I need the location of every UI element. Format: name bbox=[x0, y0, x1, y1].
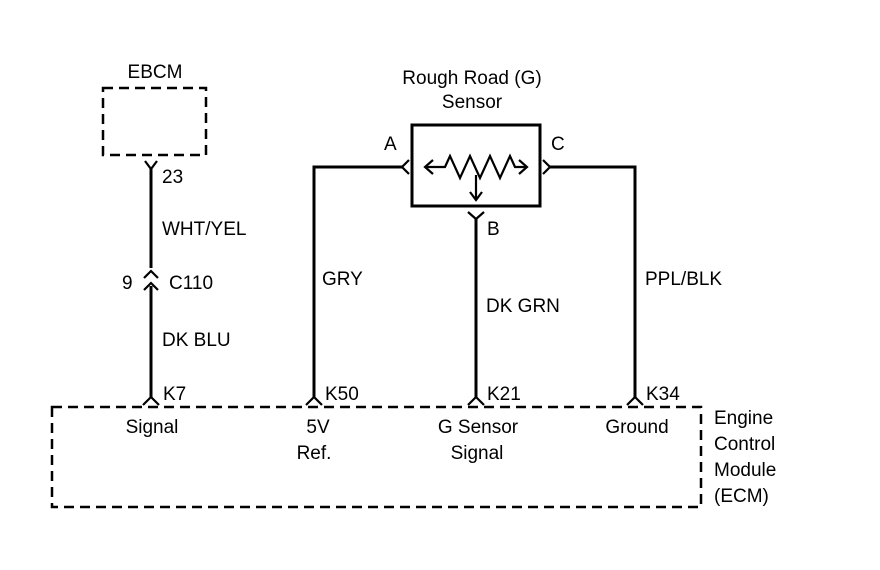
ecm-pin-k7-label: K7 bbox=[163, 384, 186, 405]
ecm-pin-k21-label: K21 bbox=[487, 384, 521, 405]
ebcm-box bbox=[101, 86, 208, 157]
connector-c110-symbol bbox=[143, 269, 159, 291]
ecm-name-line4: (ECM) bbox=[714, 486, 769, 507]
terminal-a-marker bbox=[400, 159, 410, 175]
ecm-circuit-gsensor-line1: G Sensor bbox=[438, 417, 519, 438]
terminal-b-label: B bbox=[487, 219, 500, 240]
ebcm-pin-label: 23 bbox=[162, 167, 183, 188]
wire-ground-color-label: PPL/BLK bbox=[645, 269, 722, 290]
resistor-symbol bbox=[425, 153, 527, 181]
sensor-title-line2: Sensor bbox=[442, 92, 503, 113]
ecm-pin-k50-label: K50 bbox=[325, 384, 359, 405]
ecm-name-line2: Control bbox=[714, 434, 775, 455]
ecm-circuit-ref-line2: Ref. bbox=[297, 443, 332, 464]
wire-gsignal-color-label: DK GRN bbox=[486, 296, 560, 317]
wiper-arrowhead bbox=[469, 191, 483, 202]
ecm-name-line3: Module bbox=[714, 460, 776, 481]
connector-pin-label: 9 bbox=[122, 273, 133, 294]
ecm-pin-k34-label: K34 bbox=[646, 384, 680, 405]
ecm-pin-k34-marker bbox=[626, 395, 644, 406]
ecm-circuit-gsensor-line2: Signal bbox=[451, 443, 504, 464]
ecm-pin-k7-marker bbox=[142, 395, 160, 406]
ecm-name-line1: Engine bbox=[714, 408, 773, 429]
ecm-circuit-ground: Ground bbox=[605, 417, 668, 438]
sensor-housing bbox=[410, 123, 542, 208]
terminal-c-label: C bbox=[551, 134, 565, 155]
resistor-right-arrowhead bbox=[518, 159, 529, 175]
wire-ref bbox=[312, 165, 402, 398]
terminal-b-marker bbox=[467, 211, 485, 221]
wire-signal-color-label: DK BLU bbox=[162, 330, 231, 351]
resistor-left-arrowhead bbox=[423, 159, 434, 175]
wire-ref-color-label: GRY bbox=[322, 269, 363, 290]
ebcm-pin-marker bbox=[144, 160, 158, 171]
wire-ground bbox=[550, 165, 637, 398]
ecm-circuit-ref-line1: 5V bbox=[306, 417, 330, 438]
connector-name-label: C110 bbox=[169, 273, 213, 294]
ecm-pin-k50-marker bbox=[305, 395, 323, 406]
ebcm-label: EBCM bbox=[128, 62, 183, 83]
terminal-c-marker bbox=[542, 159, 552, 175]
sensor-title-line1: Rough Road (G) bbox=[402, 68, 541, 89]
ecm-box bbox=[50, 405, 703, 509]
ecm-circuit-signal: Signal bbox=[126, 417, 179, 438]
wire-ebcm-color-label: WHT/YEL bbox=[162, 219, 246, 240]
ecm-pin-k21-marker bbox=[467, 395, 485, 406]
terminal-a-label: A bbox=[384, 134, 397, 155]
